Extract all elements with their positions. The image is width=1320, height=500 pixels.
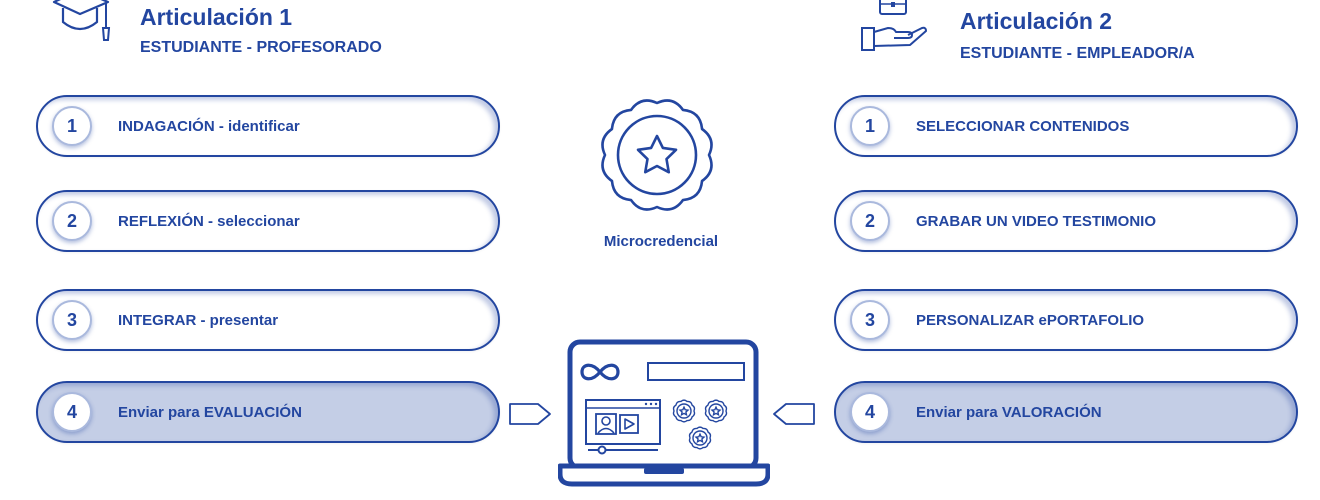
right-step-4: 4 Enviar para VALORACIÓN xyxy=(834,381,1298,443)
step-label: REFLEXIÓN - seleccionar xyxy=(118,213,300,230)
right-step-2: 2 GRABAR UN VIDEO TESTIMONIO xyxy=(834,190,1298,252)
step-label: SELECCIONAR CONTENIDOS xyxy=(916,118,1130,135)
step-number: 4 xyxy=(52,392,92,432)
left-step-3: 3 INTEGRAR - presentar xyxy=(36,289,500,351)
mini-badge-3 xyxy=(688,426,712,450)
mini-badge-ring xyxy=(692,430,708,446)
mini-badge-star xyxy=(710,405,722,417)
step-number: 1 xyxy=(52,106,92,146)
mini-badge-1 xyxy=(672,399,696,423)
step-number: 3 xyxy=(850,300,890,340)
step-number: 4 xyxy=(850,392,890,432)
mini-badge-ring xyxy=(708,403,724,419)
step-label: INDAGACIÓN - identificar xyxy=(118,118,300,135)
right-step-1: 1 SELECCIONAR CONTENIDOS xyxy=(834,95,1298,157)
right-header: Articulación 2 ESTUDIANTE - EMPLEADOR/A xyxy=(860,0,1280,62)
left-subtitle: ESTUDIANTE - PROFESORADO xyxy=(140,39,382,56)
step-label: PERSONALIZAR ePORTAFOLIO xyxy=(916,312,1145,329)
mini-badge-2 xyxy=(704,399,728,423)
step-number: 2 xyxy=(850,201,890,241)
briefcase-hand-icon xyxy=(861,0,927,51)
step-label: Enviar para EVALUACIÓN xyxy=(118,404,302,421)
mini-badge-star xyxy=(694,432,706,444)
right-title: Articulación 2 xyxy=(960,8,1113,34)
graduation-cap-icon xyxy=(52,0,111,41)
right-subtitle: ESTUDIANTE - EMPLEADOR/A xyxy=(960,45,1195,62)
step-label: INTEGRAR - presentar xyxy=(118,312,279,329)
step-number: 1 xyxy=(850,106,890,146)
laptop-eportfolio-icon xyxy=(558,339,770,487)
badge-scallop-outline xyxy=(601,99,713,211)
step-number: 2 xyxy=(52,201,92,241)
left-step-2: 2 REFLEXIÓN - seleccionar xyxy=(36,190,500,252)
mini-badge-ring xyxy=(676,403,692,419)
arrow-right-icon xyxy=(509,403,551,425)
mini-badge-star xyxy=(678,405,690,417)
step-label: GRABAR UN VIDEO TESTIMONIO xyxy=(916,213,1157,230)
left-title: Articulación 1 xyxy=(140,4,293,30)
star-badge-icon xyxy=(601,99,713,211)
badge-label: Microcredencial xyxy=(603,233,719,250)
step-number: 3 xyxy=(52,300,92,340)
left-step-4: 4 Enviar para EVALUACIÓN xyxy=(36,381,500,443)
arrow-left-icon xyxy=(773,403,815,425)
right-step-3: 3 PERSONALIZAR ePORTAFOLIO xyxy=(834,289,1298,351)
step-label: Enviar para VALORACIÓN xyxy=(916,404,1102,421)
left-step-1: 1 INDAGACIÓN - identificar xyxy=(36,95,500,157)
left-header: Articulación 1 ESTUDIANTE - PROFESORADO xyxy=(50,0,450,60)
